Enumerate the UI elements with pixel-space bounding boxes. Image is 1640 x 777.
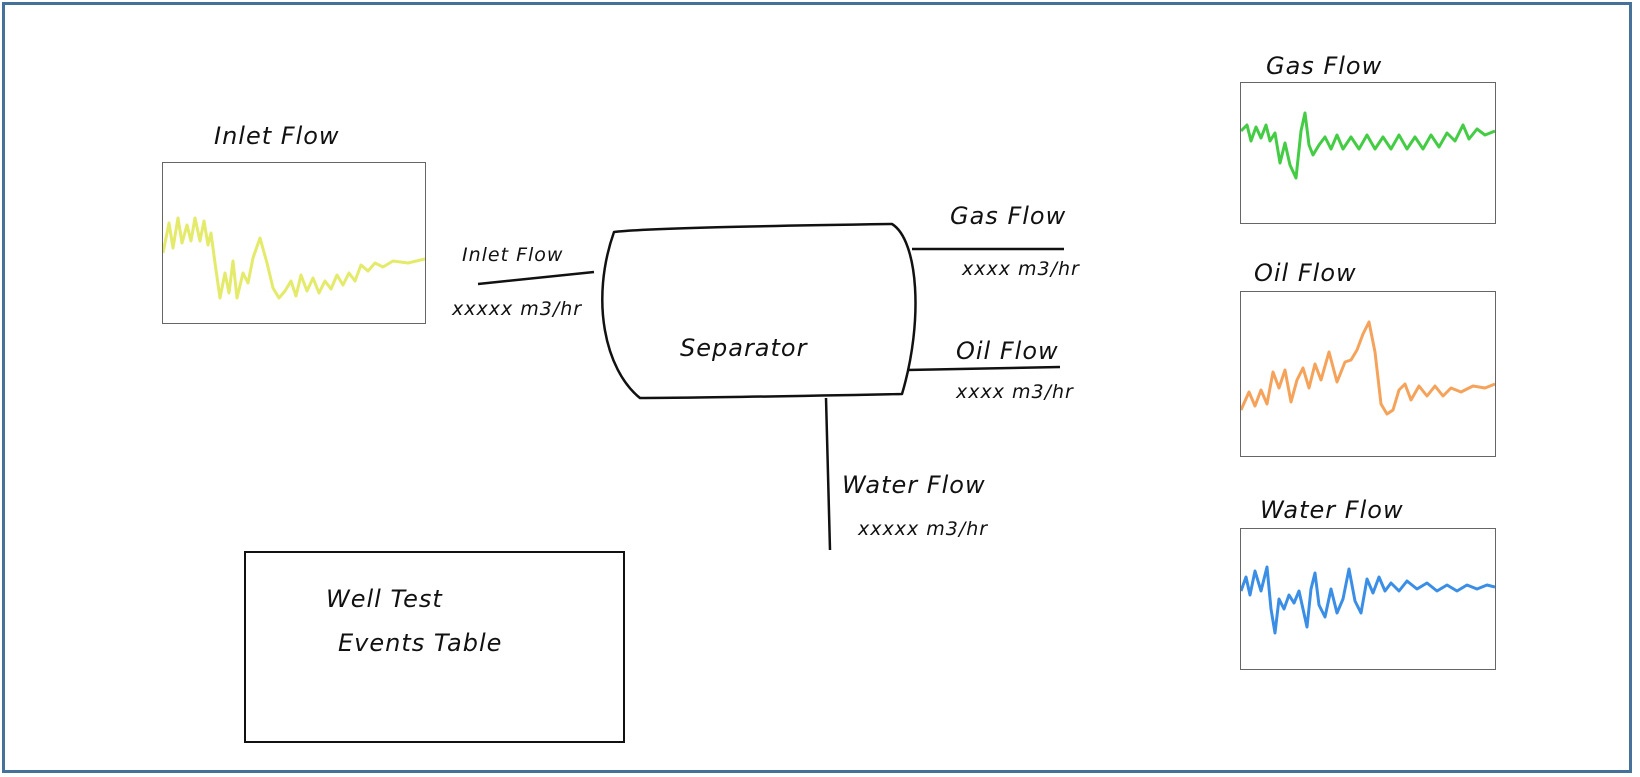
inlet-flow-panel-title: Inlet Flow [214,122,340,150]
gas-flow-panel-title: Gas Flow [1266,52,1383,80]
oil-flow-trend [1239,320,1496,416]
water-flow-label: Water Flow [842,471,986,499]
events-table-title-line1: Well Test [326,585,443,613]
gas-flow-trend [1239,111,1496,180]
oil-flow-trend-line [1239,320,1496,416]
gas-flow-label: Gas Flow [950,202,1067,230]
inlet-flow-trend-panel[interactable] [161,162,426,324]
inlet-flow-line [477,270,595,286]
inlet-flow-value: xxxxx m3/hr [452,298,583,320]
inlet-flow-label: Inlet Flow [462,244,564,266]
inlet-flow-trend [161,216,426,300]
separator-vessel [601,222,917,400]
oil-flow-value: xxxx m3/hr [956,381,1074,403]
water-flow-trend-line [1239,565,1496,635]
water-flow-trend-panel[interactable] [1239,528,1496,670]
water-flow-trend [1239,565,1496,635]
water-flow-line [824,397,832,551]
events-table-title-line2: Events Table [338,629,503,657]
oil-flow-trend-panel[interactable] [1239,291,1496,457]
oil-flow-panel-title: Oil Flow [1254,259,1357,287]
inlet-flow-trend-line [161,216,426,300]
oil-flow-line [906,365,1061,372]
gas-flow-value: xxxx m3/hr [962,258,1080,280]
gas-flow-trend-panel[interactable] [1239,82,1496,224]
well-test-events-table[interactable]: Well Test Events Table [244,551,625,743]
water-flow-panel-title: Water Flow [1260,496,1404,524]
oil-flow-label: Oil Flow [956,337,1059,365]
gas-flow-trend-line [1239,111,1496,180]
separator-label: Separator [680,334,808,362]
water-flow-value: xxxxx m3/hr [858,518,989,540]
